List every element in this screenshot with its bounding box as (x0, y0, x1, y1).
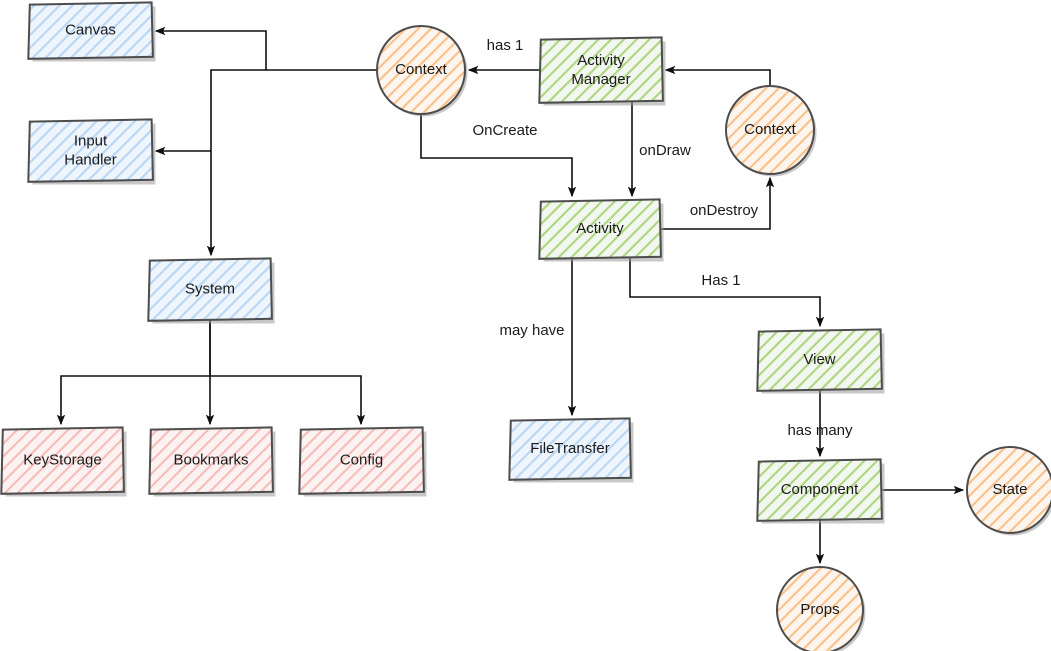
edge-label-activity-has1-view: Has 1 (701, 272, 740, 289)
node-bookmarks[interactable]: Bookmarks (148, 426, 276, 497)
node-shape (756, 328, 883, 392)
edge-activity-has1-view (629, 258, 820, 326)
edge-label-activity-ondestroy: onDestroy (690, 202, 759, 219)
edge-ctx-trunk-to-system (211, 69, 266, 255)
node-props[interactable]: Props (776, 566, 866, 651)
edge-ctxright-to-am (666, 70, 771, 86)
node-shape (538, 198, 662, 260)
node-shape (27, 118, 154, 183)
node-filetransfer[interactable]: FileTransfer (508, 417, 634, 483)
node-shape (508, 417, 632, 481)
node-context-right[interactable]: Context (725, 85, 817, 177)
node-shape (0, 426, 125, 495)
node-shape (298, 426, 425, 495)
node-shape (148, 426, 274, 495)
node-canvas[interactable]: Canvas (27, 1, 156, 62)
node-activity[interactable]: Activity (538, 198, 664, 262)
node-shape (725, 85, 815, 175)
node-shape (376, 25, 466, 115)
edge-label-activity-may-have: may have (499, 322, 564, 339)
node-shape (756, 458, 883, 522)
node-shape (538, 36, 664, 104)
node-shape (147, 257, 273, 322)
edge-system-to-config (210, 375, 361, 424)
node-context-left[interactable]: Context (376, 25, 468, 117)
edge-label-ctx-oncreate: OnCreate (472, 122, 537, 139)
edge-system-to-keystorage (61, 320, 211, 424)
node-keystorage[interactable]: KeyStorage (0, 426, 127, 497)
node-shape (27, 1, 154, 60)
edge-label-am-ondraw: onDraw (639, 142, 691, 159)
node-shape (776, 566, 864, 651)
edge-ctx-to-canvas (156, 31, 377, 71)
node-shape (966, 446, 1051, 534)
node-config[interactable]: Config (298, 426, 427, 497)
edge-ctx-oncreate (420, 114, 572, 196)
edges-layer (61, 31, 963, 563)
edge-label-am-to-context-left: has 1 (487, 37, 524, 54)
node-state[interactable]: State (966, 446, 1051, 536)
node-component[interactable]: Component (756, 458, 885, 524)
node-system[interactable]: System (147, 257, 275, 324)
node-view[interactable]: View (756, 328, 885, 394)
edge-activity-ondestroy (660, 178, 770, 230)
